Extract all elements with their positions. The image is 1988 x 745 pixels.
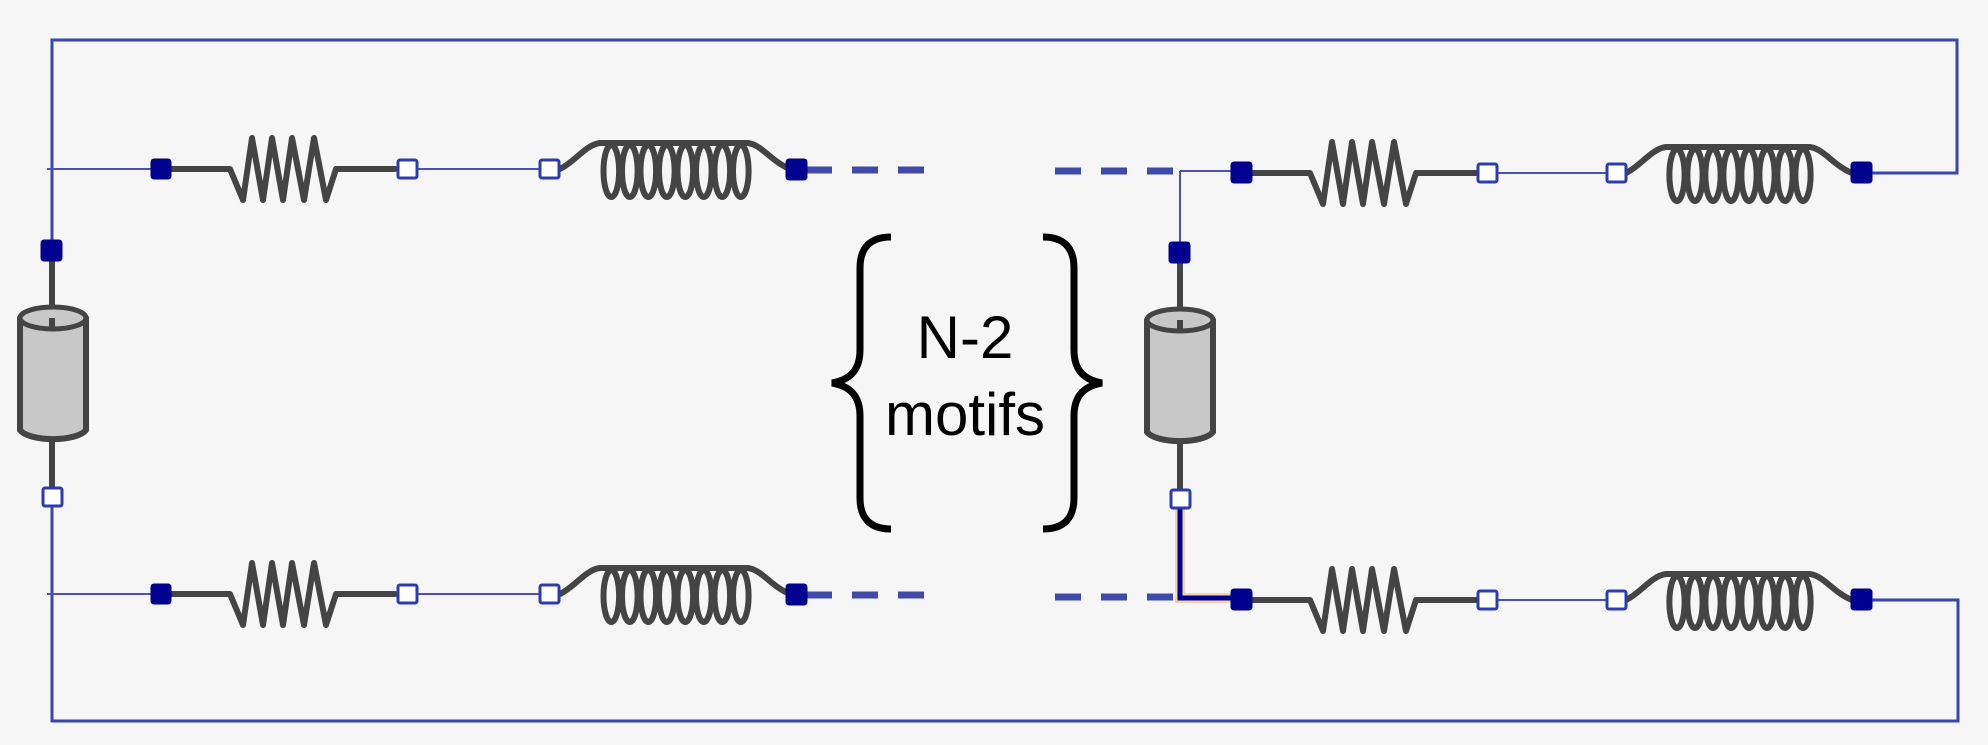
right-top-terminal-open-b[interactable]	[1605, 162, 1628, 184]
right-bottom-terminal-open-b[interactable]	[1605, 589, 1628, 611]
left-bottom-terminal-open-a[interactable]	[396, 583, 419, 605]
inductor-icon	[1623, 571, 1855, 603]
left-bottom-terminal-filled[interactable]	[150, 583, 172, 605]
inductor-coils	[1666, 573, 1814, 631]
right-capacitor-terminal-bottom[interactable]	[1169, 488, 1192, 510]
inductor-coil-loop	[1792, 573, 1814, 631]
right-top-resistor[interactable]	[1242, 139, 1481, 207]
inductor-coil-loop	[1702, 146, 1724, 204]
annotation-line-2: motifs	[885, 381, 1045, 448]
right-bottom-inductor[interactable]	[1623, 571, 1855, 631]
motif-repeat-annotation: N-2 motifs	[831, 233, 1103, 533]
inductor-coil-loop	[1756, 146, 1778, 204]
left-top-terminal-open-b[interactable]	[538, 158, 561, 180]
right-brace	[1042, 233, 1103, 533]
inductor-icon	[557, 140, 793, 172]
right-motif	[1055, 139, 1873, 634]
inductor-coil-loop	[1666, 573, 1688, 631]
inductor-coil-loop	[1792, 146, 1814, 204]
left-top-terminal-filled[interactable]	[150, 158, 172, 180]
inductor-icon	[1623, 144, 1855, 176]
inductor-coils	[1666, 146, 1814, 204]
left-motif	[17, 135, 935, 628]
inductor-coil-loop	[711, 567, 734, 625]
right-bottom-terminal-open-a[interactable]	[1476, 589, 1499, 611]
inductor-coil-loop	[656, 567, 678, 625]
left-bottom-inductor[interactable]	[557, 565, 793, 625]
resistor-icon	[227, 560, 398, 628]
right-bottom-terminal-end[interactable]	[1850, 588, 1873, 611]
left-capacitor-terminal-top[interactable]	[40, 239, 63, 262]
inductor-coil-loop	[656, 142, 678, 200]
right-bottom-terminal-filled[interactable]	[1230, 588, 1253, 611]
inductor-coil-loop	[637, 567, 660, 625]
left-top-resistor[interactable]	[161, 135, 398, 203]
inductor-coil-loop	[1738, 573, 1760, 631]
inductor-coil-loop	[1774, 146, 1796, 204]
inductor-coil-loop	[1756, 573, 1778, 631]
inductor-coil-loop	[1738, 146, 1760, 204]
inductor-coil-loop	[1684, 146, 1706, 204]
right-capacitor[interactable]	[1144, 252, 1216, 492]
inductor-coil-loop	[674, 567, 697, 625]
selected-connection-wire[interactable]	[1177, 505, 1240, 601]
inductor-coil-loop	[1684, 573, 1706, 631]
inductor-coils	[600, 567, 752, 625]
inductor-coil-loop	[1720, 573, 1742, 631]
left-top-inductor[interactable]	[557, 140, 793, 200]
inductor-coils	[600, 142, 752, 200]
inductor-coil-loop	[1774, 573, 1796, 631]
left-bottom-terminal-end[interactable]	[785, 583, 808, 606]
resistor-icon	[1307, 139, 1481, 207]
left-capacitor[interactable]	[17, 250, 89, 490]
annotation-line-1: N-2	[917, 304, 1014, 371]
inductor-coil-loop	[711, 142, 734, 200]
selected-connection-highlight	[1175, 505, 1240, 603]
inductor-coil-loop	[600, 142, 623, 200]
inductor-icon	[557, 565, 793, 597]
left-capacitor-terminal-bottom[interactable]	[41, 486, 64, 508]
right-capacitor-terminal-top[interactable]	[1168, 241, 1191, 264]
right-bottom-resistor[interactable]	[1242, 566, 1481, 634]
inductor-coil-loop	[693, 567, 715, 625]
right-top-terminal-open-a[interactable]	[1476, 162, 1499, 184]
inductor-coil-loop	[600, 567, 623, 625]
inductor-coil-loop	[693, 142, 715, 200]
left-brace	[831, 233, 892, 533]
inductor-coil-loop	[1666, 146, 1688, 204]
inductor-coil-loop	[637, 142, 660, 200]
right-top-terminal-filled[interactable]	[1230, 161, 1253, 184]
outer-loop-top-wire[interactable]	[50, 38, 1959, 175]
inductor-coil-loop	[730, 142, 752, 200]
inductor-coil-loop	[619, 142, 641, 200]
inductor-coil-loop	[1702, 573, 1724, 631]
outer-loop-bottom-wire[interactable]	[50, 497, 1960, 723]
resistor-icon	[227, 135, 398, 203]
right-top-junction-wire[interactable]	[1179, 170, 1240, 250]
inductor-coil-loop	[730, 567, 752, 625]
right-top-terminal-end[interactable]	[1850, 161, 1873, 184]
inductor-coil-loop	[619, 567, 641, 625]
inductor-coil-loop	[674, 142, 697, 200]
right-top-inductor[interactable]	[1623, 144, 1855, 204]
left-bottom-terminal-open-b[interactable]	[538, 583, 561, 605]
left-bottom-resistor[interactable]	[161, 560, 398, 628]
left-top-terminal-end[interactable]	[785, 158, 808, 181]
inductor-coil-loop	[1720, 146, 1742, 204]
resistor-icon	[1307, 566, 1481, 634]
left-top-terminal-open-a[interactable]	[396, 158, 419, 180]
